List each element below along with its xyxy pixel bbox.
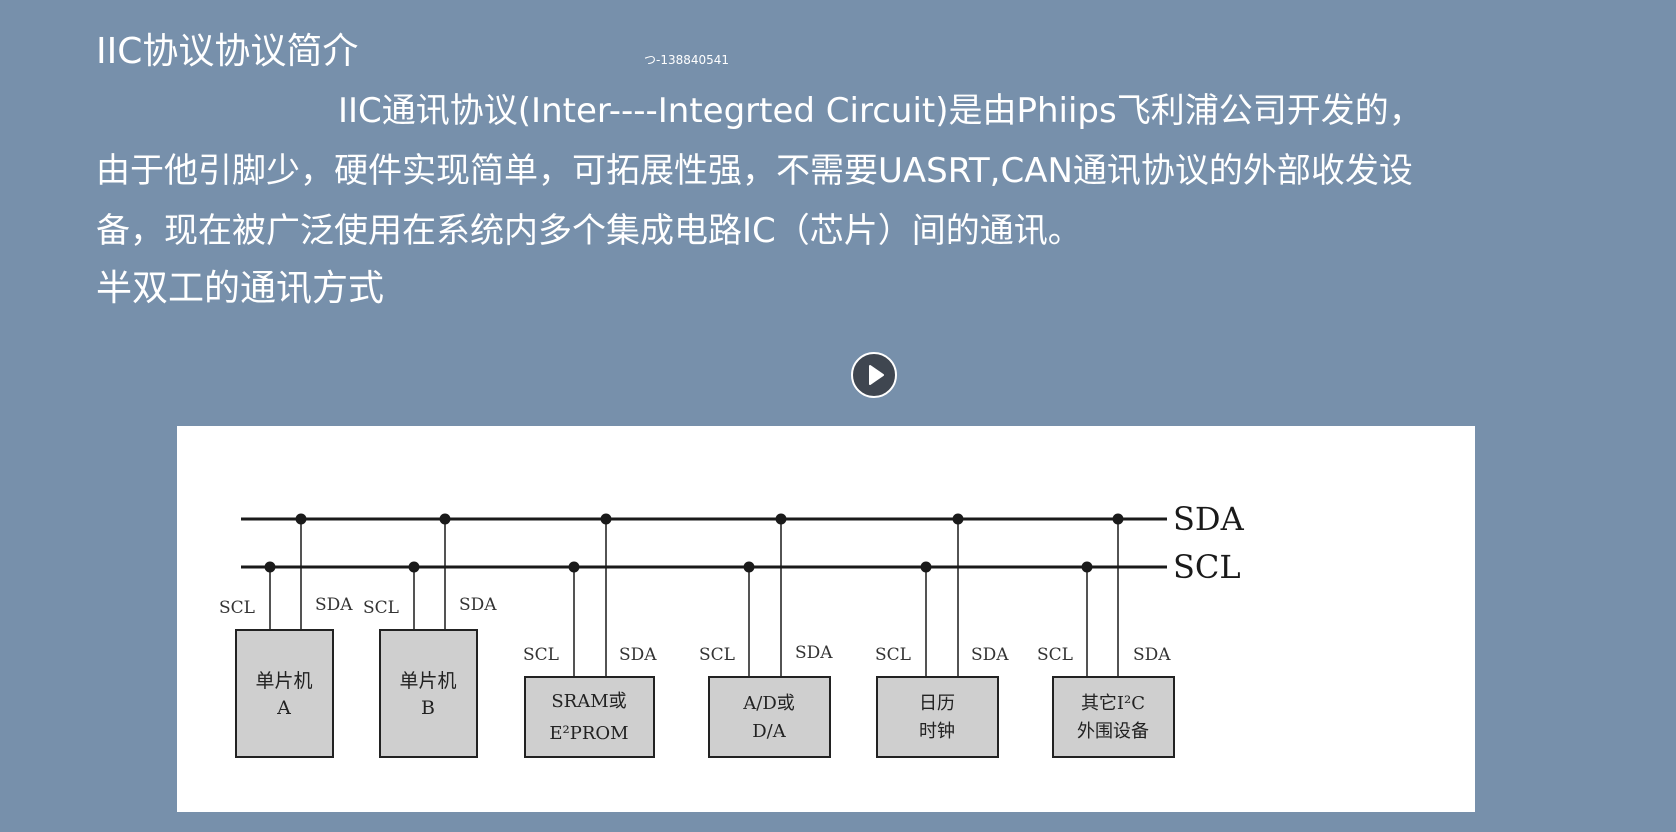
- scl-junction-dot: [568, 561, 580, 573]
- device-label-line2: D/A: [752, 721, 786, 742]
- iic-bus-diagram-drawing: SDA SCL SCL SDA 单片机 A SCL SDA 单片机 B: [219, 500, 1245, 758]
- device-calendar-clock: SCL SDA 日历 时钟: [875, 513, 1009, 758]
- sda-pin-label: SDA: [795, 643, 833, 663]
- device-label-line2: B: [421, 697, 435, 719]
- scl-pin-label: SCL: [219, 598, 255, 618]
- sda-pin-label: SDA: [315, 595, 353, 615]
- device-label-line2: E²PROM: [549, 723, 628, 744]
- device-label-line1: 日历: [919, 693, 955, 714]
- intro-paragraph-line-1: IIC通讯协议(Inter----Integrted Circuit)是由Phi…: [338, 91, 1423, 131]
- sda-pin-label: SDA: [459, 595, 497, 615]
- device-label-line1: 单片机: [399, 670, 456, 692]
- iic-bus-diagram: SDA SCL SCL SDA 单片机 A SCL SDA 单片机 B: [177, 426, 1475, 812]
- device-sram-eeprom: SCL SDA SRAM或 E²PROM: [523, 513, 657, 758]
- scl-junction-dot: [264, 561, 276, 573]
- sda-bus-label: SDA: [1173, 500, 1245, 538]
- scl-pin-label: SCL: [523, 645, 559, 665]
- scl-pin-label: SCL: [363, 598, 399, 618]
- device-label-line1: 其它I²C: [1081, 693, 1145, 714]
- device-label-line1: 单片机: [255, 670, 312, 692]
- device-label-line2: 时钟: [919, 721, 955, 742]
- scl-junction-dot: [408, 561, 420, 573]
- slide-title: IIC协议协议简介: [96, 31, 359, 72]
- device-label-line1: A/D或: [742, 693, 795, 714]
- scl-pin-label: SCL: [875, 645, 911, 665]
- scl-junction-dot: [1081, 561, 1093, 573]
- device-label-line2: A: [276, 697, 291, 719]
- sda-junction-dot: [1112, 513, 1124, 525]
- sda-junction-dot: [952, 513, 964, 525]
- device-mcu-a: SCL SDA 单片机 A: [219, 513, 353, 758]
- play-icon: [869, 365, 884, 385]
- intro-paragraph-line-3: 备，现在被广泛使用在系统内多个集成电路IC（芯片）间的通讯。: [96, 211, 1082, 251]
- device-label-line1: SRAM或: [551, 691, 626, 712]
- device-adc-dac: SCL SDA A/D或 D/A: [699, 513, 833, 758]
- half-duplex-heading: 半双工的通讯方式: [96, 268, 385, 309]
- watermark-text: つ-138840541: [644, 53, 730, 67]
- scl-junction-dot: [920, 561, 932, 573]
- device-other-i2c-peripheral: SCL SDA 其它I²C 外围设备: [1037, 513, 1175, 758]
- sda-pin-label: SDA: [1133, 645, 1171, 665]
- sda-junction-dot: [775, 513, 787, 525]
- scl-pin-label: SCL: [699, 645, 735, 665]
- sda-pin-label: SDA: [619, 645, 657, 665]
- scl-junction-dot: [743, 561, 755, 573]
- scl-bus-label: SCL: [1173, 548, 1241, 586]
- intro-paragraph-line-2: 由于他引脚少，硬件实现简单，可拓展性强，不需要UASRT,CAN通讯协议的外部收…: [96, 151, 1413, 191]
- device-label-line2: 外围设备: [1077, 721, 1149, 742]
- device-mcu-b: SCL SDA 单片机 B: [363, 513, 497, 758]
- video-play-button[interactable]: [851, 352, 897, 398]
- scl-pin-label: SCL: [1037, 645, 1073, 665]
- sda-junction-dot: [600, 513, 612, 525]
- sda-junction-dot: [439, 513, 451, 525]
- sda-pin-label: SDA: [971, 645, 1009, 665]
- sda-junction-dot: [295, 513, 307, 525]
